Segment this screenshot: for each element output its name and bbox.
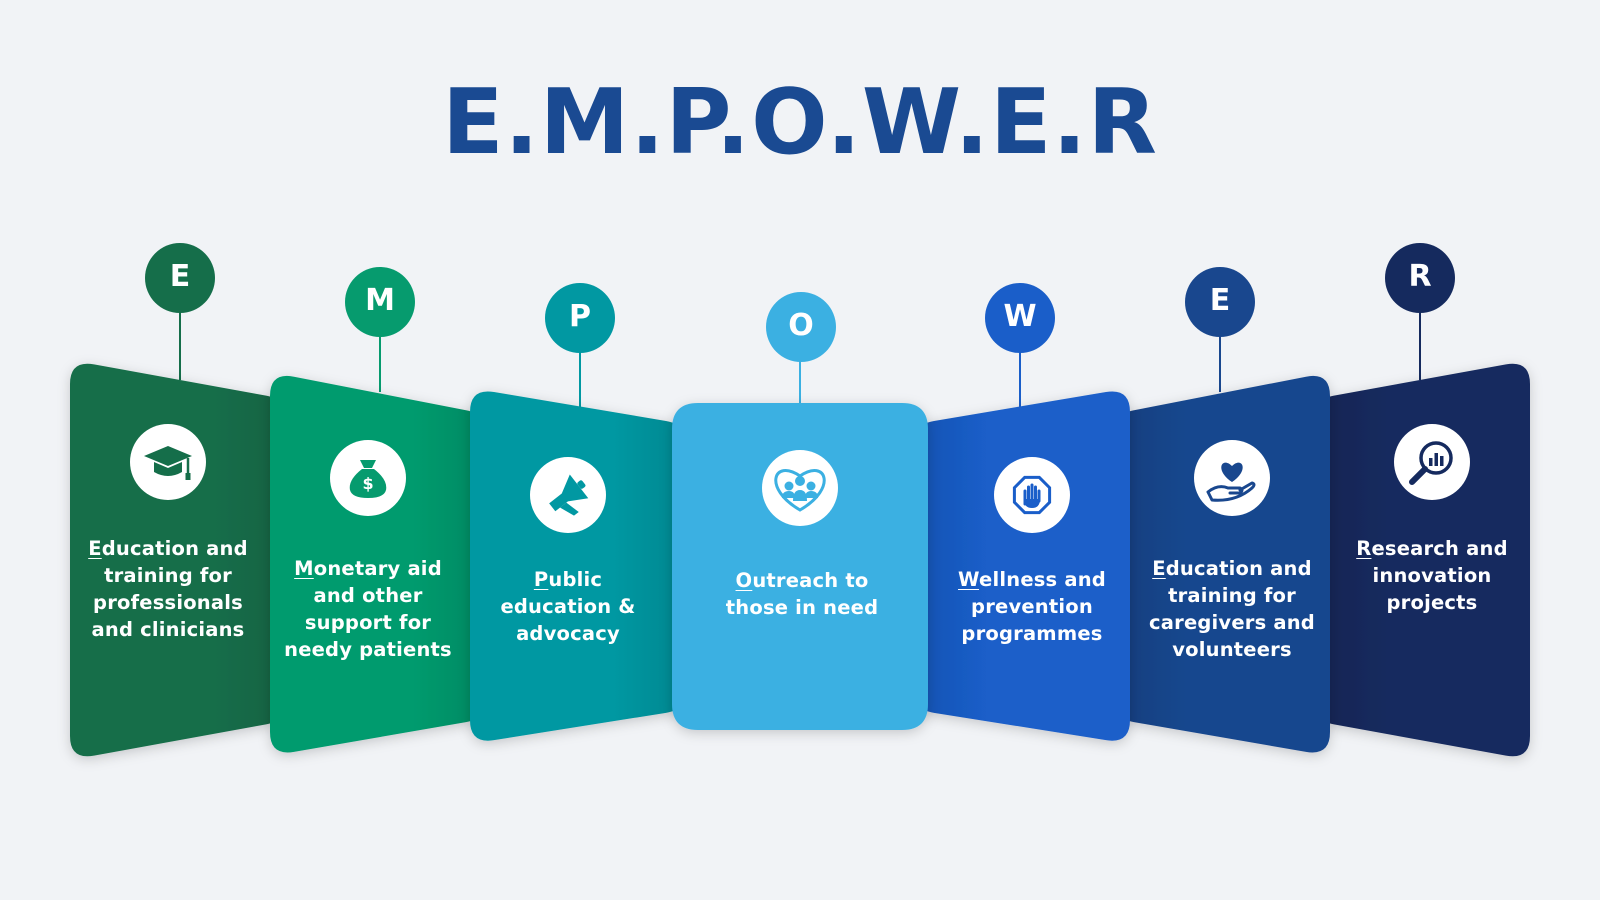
step-description: Wellness and prevention programmes: [948, 566, 1116, 647]
stop-hand-icon: [994, 457, 1070, 533]
letter-circle: [145, 243, 215, 313]
letter-circle: [1385, 243, 1455, 313]
step-initial: M: [294, 557, 314, 580]
step-panel: [470, 391, 690, 741]
letter-circle: [345, 267, 415, 337]
step-letter: M: [365, 283, 395, 318]
step-description: Public education & advocacy: [484, 566, 652, 647]
megaphone-icon: [530, 457, 606, 533]
step-initial: R: [1356, 537, 1372, 560]
step-letter: O: [788, 308, 814, 343]
step-letter: R: [1408, 259, 1432, 294]
step-letter: E: [169, 259, 191, 294]
empower-step-3: [470, 283, 690, 741]
step-letter: P: [569, 299, 591, 334]
empower-step-1: [70, 243, 290, 757]
step-description: Monetary aid and other support for needy…: [284, 555, 452, 663]
step-initial: P: [533, 568, 549, 591]
step-panel: [270, 375, 490, 753]
step-text: onetary aid and other support for needy …: [284, 557, 452, 661]
letter-circle: [766, 292, 836, 362]
letter-circle: [545, 283, 615, 353]
step-text: esearch and innovation projects: [1371, 537, 1508, 614]
step-text: ducation and training for caregivers and…: [1149, 557, 1315, 661]
step-text: utreach to those in need: [725, 569, 879, 619]
step-panel: [1110, 375, 1330, 753]
heart-hand-icon: [1194, 440, 1270, 516]
step-text: ducation and training for professionals …: [91, 537, 248, 641]
step-letter: E: [1209, 283, 1231, 318]
empower-step-4: [672, 292, 928, 730]
step-initial: E: [1152, 557, 1166, 580]
step-initial: W: [958, 568, 980, 591]
letter-circle: [985, 283, 1055, 353]
step-panel: [70, 363, 290, 757]
graduation-cap-icon: [130, 424, 206, 500]
step-description: Research and innovation projects: [1348, 535, 1516, 616]
step-description: Education and training for professionals…: [84, 535, 252, 643]
community-heart-icon: [762, 450, 838, 526]
step-letter: W: [1003, 299, 1037, 334]
diagram-title: E.M.P.O.W.E.R: [442, 70, 1158, 175]
step-panel: [672, 403, 928, 730]
step-initial: O: [735, 569, 753, 592]
research-magnifier-icon: [1394, 424, 1470, 500]
empower-step-5: [910, 283, 1130, 741]
money-bag-icon: $: [330, 440, 406, 516]
empower-step-6: [1110, 267, 1330, 753]
step-description: Education and training for caregivers an…: [1148, 555, 1316, 663]
step-initial: E: [88, 537, 102, 560]
step-text: ellness and prevention programmes: [961, 568, 1106, 645]
empower-step-2: $: [270, 267, 490, 753]
step-panel: [1310, 363, 1530, 757]
letter-circle: [1185, 267, 1255, 337]
step-panel: [910, 391, 1130, 741]
empower-step-7: [1310, 243, 1530, 757]
step-text: ublic education & advocacy: [500, 568, 636, 645]
svg-text:$: $: [362, 474, 373, 493]
step-description: Outreach to those in need: [718, 567, 886, 621]
